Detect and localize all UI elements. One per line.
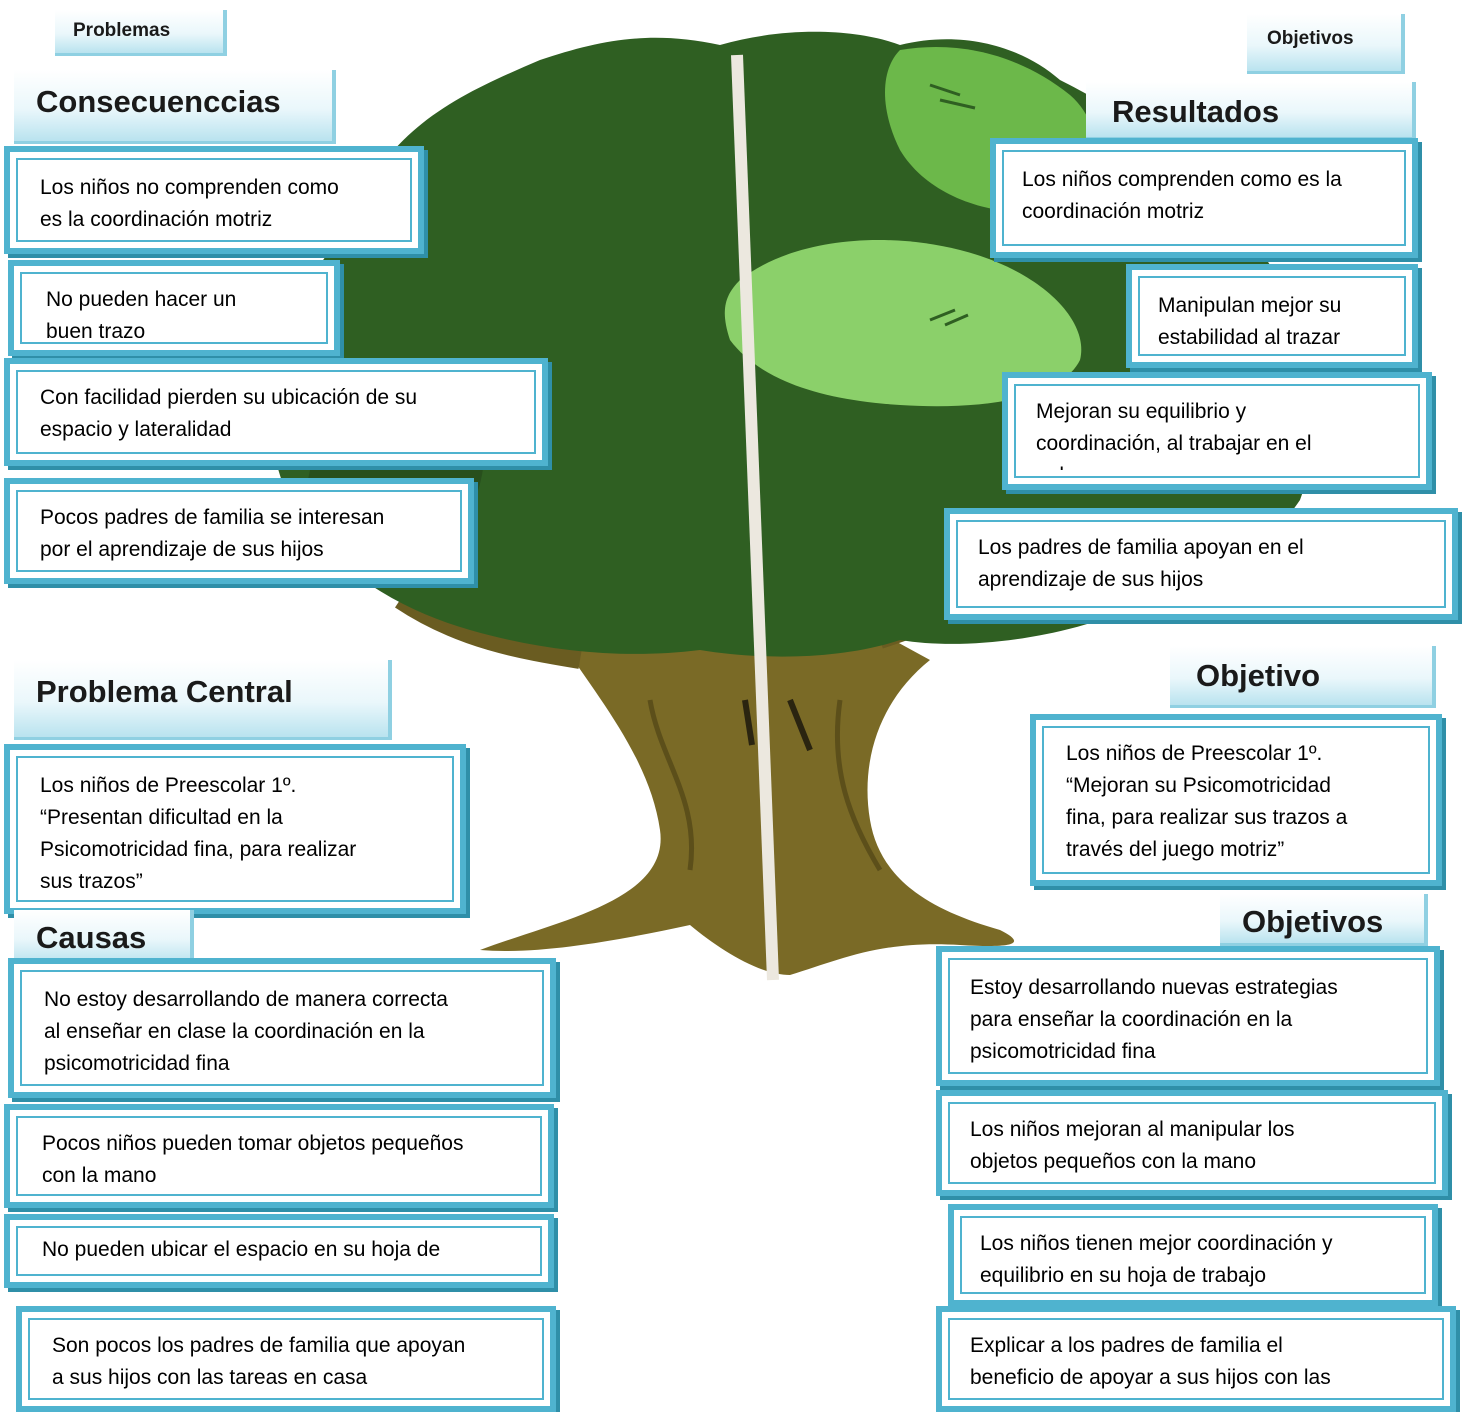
consecuencia-text-1: Los niños no comprenden como es la coord…: [40, 176, 339, 231]
causa-text-3: No pueden ubicar el espacio en su hoja d…: [42, 1238, 441, 1261]
resultado-box-2: Manipulan mejor su estabilidad al trazar: [1126, 264, 1418, 368]
objetivo-item-text-2: Los niños mejoran al manipular los objet…: [970, 1118, 1295, 1173]
resultado-box-3: Mejoran su equilibrio y coordinación, al…: [1002, 372, 1432, 490]
resultado-box-4: Los padres de familia apoyan en el apren…: [944, 508, 1458, 620]
resultado-box-1: Los niños comprenden como es la coordina…: [990, 138, 1418, 258]
header-resultados-label: Resultados: [1112, 94, 1280, 129]
objetivo-text: Los niños de Preescolar 1º. “Mejoran su …: [1066, 742, 1348, 861]
causa-text-1: No estoy desarrollando de manera correct…: [44, 988, 448, 1075]
header-consecuencias-label: Consecuenccias: [36, 84, 281, 119]
consecuencia-box-3: Con facilidad pierden su ubicación de su…: [4, 358, 548, 466]
causa-text-2: Pocos niños pueden tomar objetos pequeño…: [42, 1132, 464, 1187]
header-resultados: Resultados: [1086, 82, 1416, 140]
consecuencia-text-4: Pocos padres de familia se interesan por…: [40, 506, 385, 561]
header-objetivo-label: Objetivo: [1196, 658, 1321, 693]
objetivo-item-text-3: Los niños tienen mejor coordinación y eq…: [980, 1232, 1333, 1287]
causa-text-4: Son pocos los padres de familia que apoy…: [52, 1334, 466, 1389]
consecuencia-text-2: No pueden hacer un buen trazo: [46, 288, 237, 343]
consecuencia-box-1: Los niños no comprenden como es la coord…: [4, 146, 424, 254]
divider-line: [731, 54, 779, 981]
objetivo-box: Los niños de Preescolar 1º. “Mejoran su …: [1030, 714, 1442, 886]
resultado-text-2: Manipulan mejor su estabilidad al trazar: [1158, 294, 1342, 349]
resultado-text-4: Los padres de familia apoyan en el apren…: [978, 536, 1304, 591]
consecuencia-box-2: No pueden hacer un buen trazo: [8, 260, 340, 356]
header-objetivos: Objetivos: [1220, 894, 1428, 946]
tag-objetivos-label: Objetivos: [1267, 28, 1354, 49]
consecuencia-text-3: Con facilidad pierden su ubicación de su…: [40, 386, 418, 441]
header-causas: Causas: [14, 910, 194, 966]
objetivo-item-box-4: Explicar a los padres de familia el bene…: [936, 1306, 1456, 1412]
objetivo-item-text-4: Explicar a los padres de familia el bene…: [970, 1334, 1331, 1389]
header-consecuencias: Consecuenccias: [14, 70, 336, 144]
objetivo-item-box-1: Estoy desarrollando nuevas estrategias p…: [936, 946, 1440, 1086]
header-problema-central: Problema Central: [14, 660, 392, 740]
header-causas-label: Causas: [36, 920, 147, 955]
header-objetivo: Objetivo: [1170, 646, 1436, 708]
tag-problemas-label: Problemas: [73, 20, 171, 41]
causa-box-2: Pocos niños pueden tomar objetos pequeño…: [4, 1104, 554, 1208]
tag-objetivos: Objetivos: [1247, 14, 1405, 74]
header-problema-central-label: Problema Central: [36, 674, 293, 709]
causa-box-4: Son pocos los padres de familia que apoy…: [16, 1306, 556, 1412]
causa-box-3: No pueden ubicar el espacio en su hoja d…: [4, 1214, 554, 1288]
problema-central-box: Los niños de Preescolar 1º. “Presentan d…: [4, 744, 466, 914]
problema-central-text: Los niños de Preescolar 1º. “Presentan d…: [40, 774, 357, 893]
objetivo-item-box-2: Los niños mejoran al manipular los objet…: [936, 1090, 1448, 1196]
objetivo-item-box-3: Los niños tienen mejor coordinación y eq…: [948, 1204, 1438, 1306]
tag-problemas: Problemas: [55, 10, 227, 56]
consecuencia-box-4: Pocos padres de familia se interesan por…: [4, 478, 474, 584]
resultado-text-1: Los niños comprenden como es la coordina…: [1022, 168, 1342, 223]
header-objetivos-label: Objetivos: [1242, 904, 1384, 939]
causa-box-1: No estoy desarrollando de manera correct…: [8, 958, 556, 1098]
resultado-text-3: Mejoran su equilibrio y coordinación, al…: [1036, 400, 1312, 470]
objetivo-item-text-1: Estoy desarrollando nuevas estrategias p…: [970, 976, 1338, 1063]
